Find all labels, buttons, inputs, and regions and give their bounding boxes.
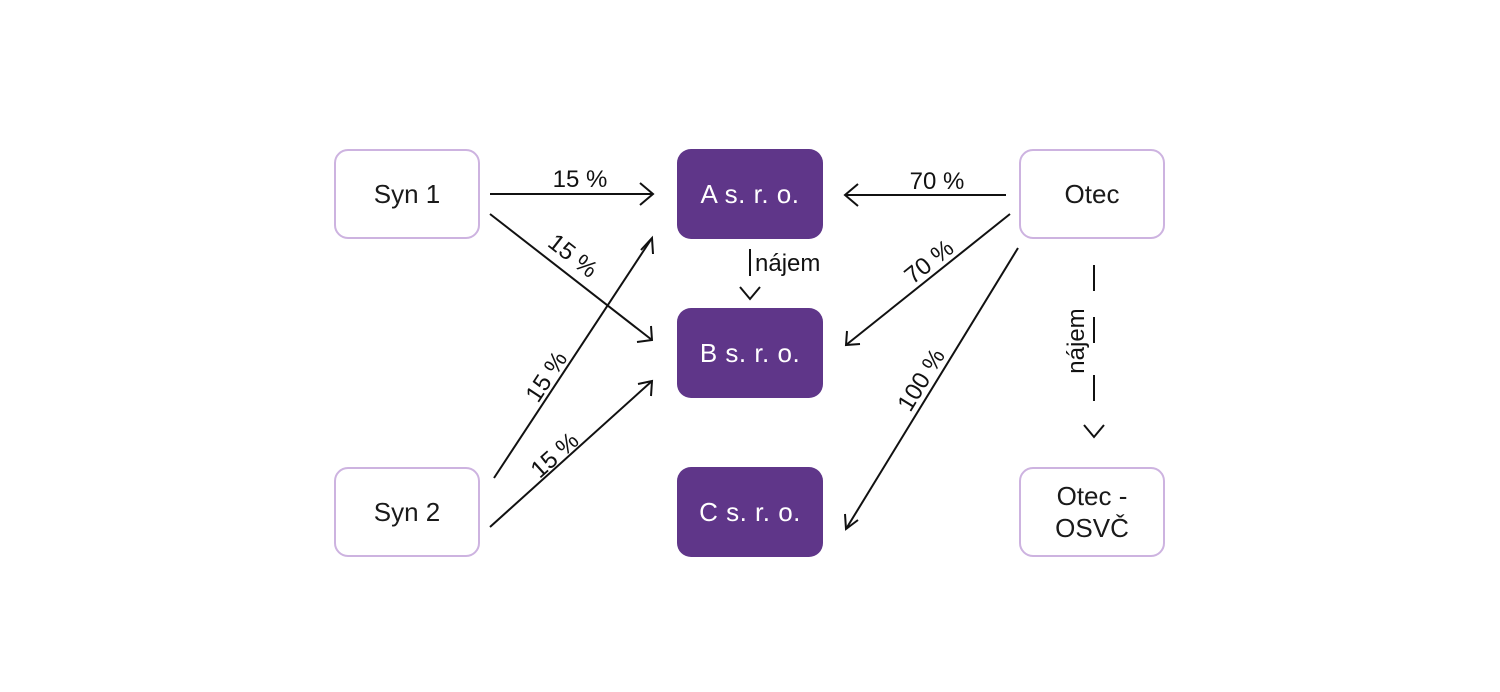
edge-syn1-a: 15 % <box>490 166 655 206</box>
edge-label: nájem <box>1063 308 1090 373</box>
node-b-sro: B s. r. o. <box>677 308 823 398</box>
node-syn-2: Syn 2 <box>334 467 480 557</box>
node-syn-1: Syn 1 <box>334 149 480 239</box>
edge-otec-b: 70 % <box>844 213 1011 347</box>
node-label: Syn 1 <box>373 179 441 209</box>
edge-label: 15 % <box>526 427 585 484</box>
edge-label: nájem <box>755 250 820 277</box>
node-label-line1: Otec - <box>1056 481 1128 511</box>
edge-a-b-rent: nájem <box>739 249 820 301</box>
node-label: Syn 2 <box>373 497 441 527</box>
edge-label: 15 % <box>553 166 608 193</box>
edge-otec-a: 70 % <box>843 168 1006 207</box>
node-c-sro: C s. r. o. <box>677 467 823 557</box>
node-label: B s. r. o. <box>699 338 801 368</box>
node-label-line2: OSVČ <box>1055 513 1129 543</box>
node-label: A s. r. o. <box>700 179 800 209</box>
node-label: Otec <box>1064 179 1120 209</box>
edge-label: 70 % <box>900 235 960 290</box>
edge-otec-osvc-rent: nájem <box>1063 265 1105 439</box>
node-otec-osvc: Otec - OSVČ <box>1019 467 1165 557</box>
edge-label: 15 % <box>543 229 603 284</box>
edge-syn2-b: 15 % <box>489 379 654 528</box>
edge-syn1-b: 15 % <box>489 213 654 343</box>
edge-label: 100 % <box>892 344 951 416</box>
node-label: C s. r. o. <box>699 497 801 527</box>
node-a-sro: A s. r. o. <box>677 149 823 239</box>
edge-label: 70 % <box>910 168 965 195</box>
edge-otec-c: 100 % <box>844 247 1019 531</box>
node-otec: Otec <box>1019 149 1165 239</box>
edge-label: 15 % <box>520 347 573 408</box>
